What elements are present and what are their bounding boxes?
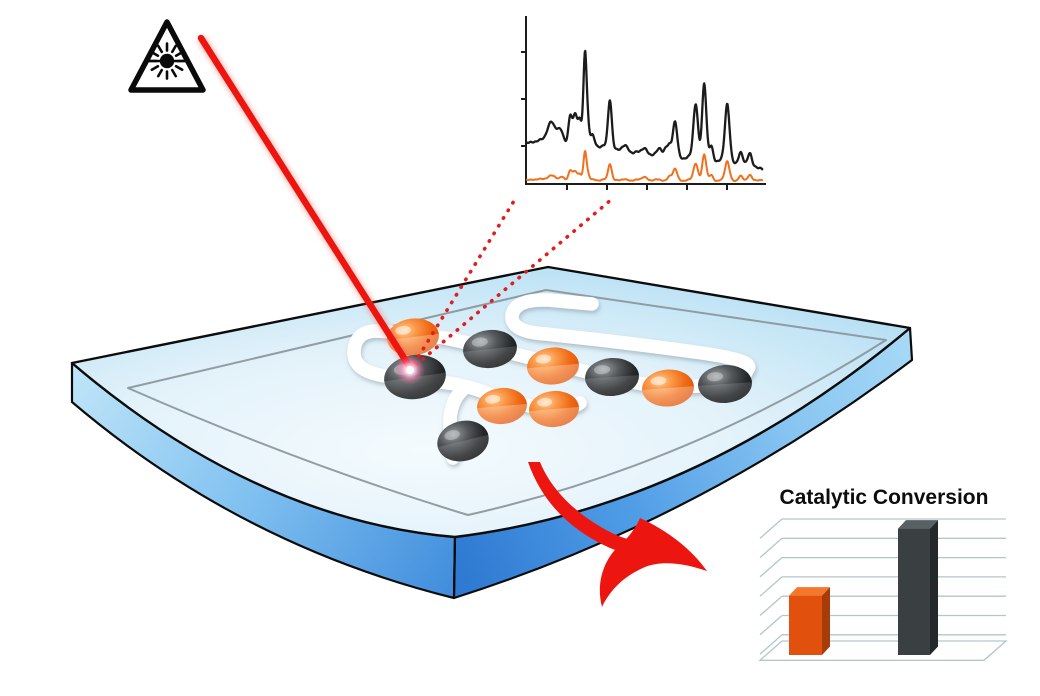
gridline-shelf-edge <box>759 518 783 539</box>
droplet-reflection <box>477 403 527 425</box>
droplet-reflection <box>529 406 579 428</box>
droplet-black <box>437 420 489 462</box>
starburst-ray <box>174 64 184 72</box>
droplet-reflection <box>437 434 489 462</box>
droplet-highlight <box>485 394 501 404</box>
bar-front-face <box>898 528 930 655</box>
starburst-ray <box>156 44 164 54</box>
microfluidic-chip <box>70 265 914 600</box>
bar-orange-droplet-catalyst <box>789 587 830 655</box>
droplet-highlight <box>444 430 460 441</box>
gridline-shelf-edge <box>759 576 783 597</box>
spectrum-plot <box>521 16 766 190</box>
chip-inner-border <box>127 289 887 516</box>
bar-top-face <box>789 587 830 596</box>
gridline-shelf-edge <box>759 634 783 655</box>
droplet-highlight <box>537 397 553 407</box>
bar-chart-title: Catalytic Conversion <box>780 486 989 509</box>
droplet-highlight <box>593 365 611 375</box>
chip-front-corner-edge <box>453 536 456 599</box>
spectrum-trace-orange <box>525 150 764 182</box>
droplet-orange <box>477 387 527 425</box>
bar-side-face <box>822 587 830 655</box>
droplet-black <box>698 364 752 404</box>
bar-chart-bars <box>789 520 938 655</box>
starburst-ray <box>174 50 184 58</box>
starburst-ray <box>150 64 160 72</box>
droplet-reflection <box>642 386 694 407</box>
spectrum-axis-ticks <box>521 51 728 190</box>
chart-floor <box>758 640 1008 661</box>
spectrum-trace-black <box>525 49 764 171</box>
starburst-ray <box>156 68 164 78</box>
microchannel-serpentine <box>347 293 756 416</box>
droplet-orange <box>529 390 579 428</box>
bar-black-droplet-catalyst <box>898 520 938 655</box>
bar-top-face <box>898 520 938 529</box>
droplet-reflection <box>527 363 579 385</box>
catalytic-conversion-chart: Catalytic Conversion <box>758 486 1008 661</box>
laser-beam-core <box>197 34 415 373</box>
droplet-highlight <box>650 376 667 386</box>
spectrum-callout-lines <box>412 194 614 367</box>
droplet-reflection <box>585 375 639 397</box>
droplet-highlight <box>706 372 724 382</box>
laser-warning-icon <box>128 19 206 93</box>
starburst-ray <box>170 68 178 78</box>
droplet-highlight <box>535 354 552 364</box>
bar-front-face <box>789 595 822 655</box>
droplet-highlight <box>471 337 488 347</box>
conversion-arrow <box>528 462 707 607</box>
gridline-shelf-edge <box>759 595 783 616</box>
droplet-orange <box>642 369 694 407</box>
gridline-shelf-edge <box>759 615 783 636</box>
droplet-reflection <box>463 346 517 369</box>
laser-starburst-icon <box>147 42 188 80</box>
starburst-ray <box>150 50 160 58</box>
laser-beam <box>196 34 425 385</box>
droplet-black <box>463 329 517 369</box>
starburst-ray <box>170 44 178 54</box>
droplet-orange <box>527 347 579 385</box>
callout-line-left <box>412 194 519 366</box>
droplet-black <box>585 357 639 397</box>
gridline-shelf-edge <box>759 557 783 578</box>
laser-impact-spot <box>406 366 414 374</box>
bar-side-face <box>930 520 938 655</box>
droplet-highlight <box>395 325 411 335</box>
gridline-shelf-edge <box>759 537 783 559</box>
droplet-reflection <box>698 382 752 404</box>
spectrum-axes <box>525 16 766 185</box>
arrow-head <box>599 518 707 607</box>
